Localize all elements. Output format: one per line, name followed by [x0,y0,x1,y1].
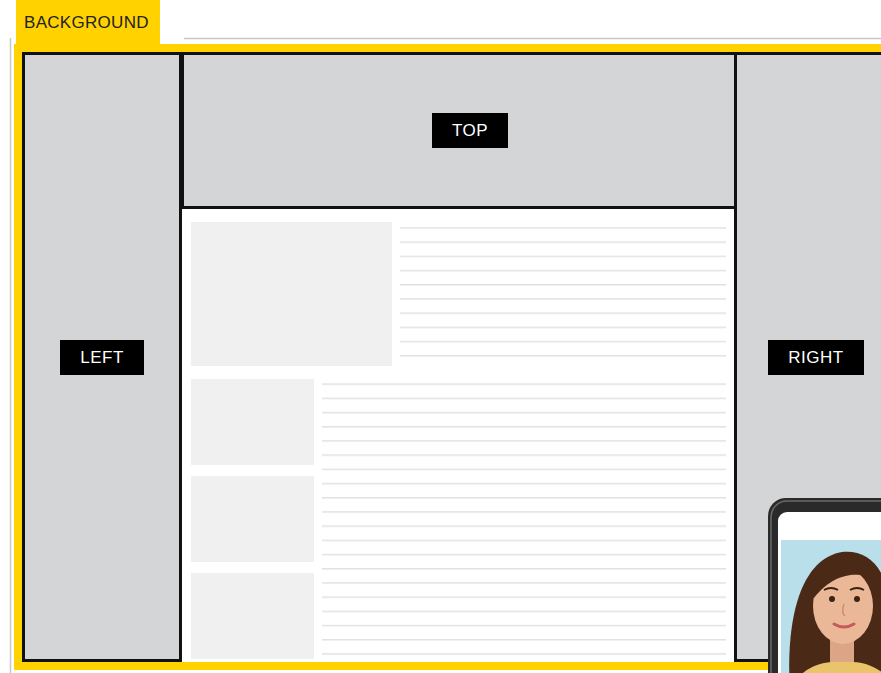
nose [843,604,845,616]
background-frame: BACKGROUNDTOPLEFTRIGHT [14,44,881,670]
image-placeholder [191,573,314,659]
panel-label: LEFT [60,340,144,375]
eye [829,596,835,602]
shirt [790,662,881,673]
neck [830,640,854,670]
phone-bezel [771,501,881,673]
phone-screen-frame [778,512,881,673]
eyebrows [824,588,864,590]
eye [854,596,860,602]
image-placeholder [191,476,314,562]
text-placeholder [400,224,726,366]
image-placeholder [191,379,314,465]
fringe [812,567,874,598]
hair [789,552,881,673]
phone-screen [781,540,881,673]
top-panel: TOP [181,52,759,209]
face [813,568,873,644]
panel-label: TOP [432,113,508,148]
mouth [834,624,854,627]
panel-label: RIGHT [768,340,863,375]
left-panel: LEFT [22,52,182,662]
text-placeholder [322,380,726,660]
frame-tab-label: BACKGROUND [16,0,160,44]
phone-body [768,498,881,673]
image-placeholder [191,222,392,366]
right-panel: RIGHT [734,52,881,662]
